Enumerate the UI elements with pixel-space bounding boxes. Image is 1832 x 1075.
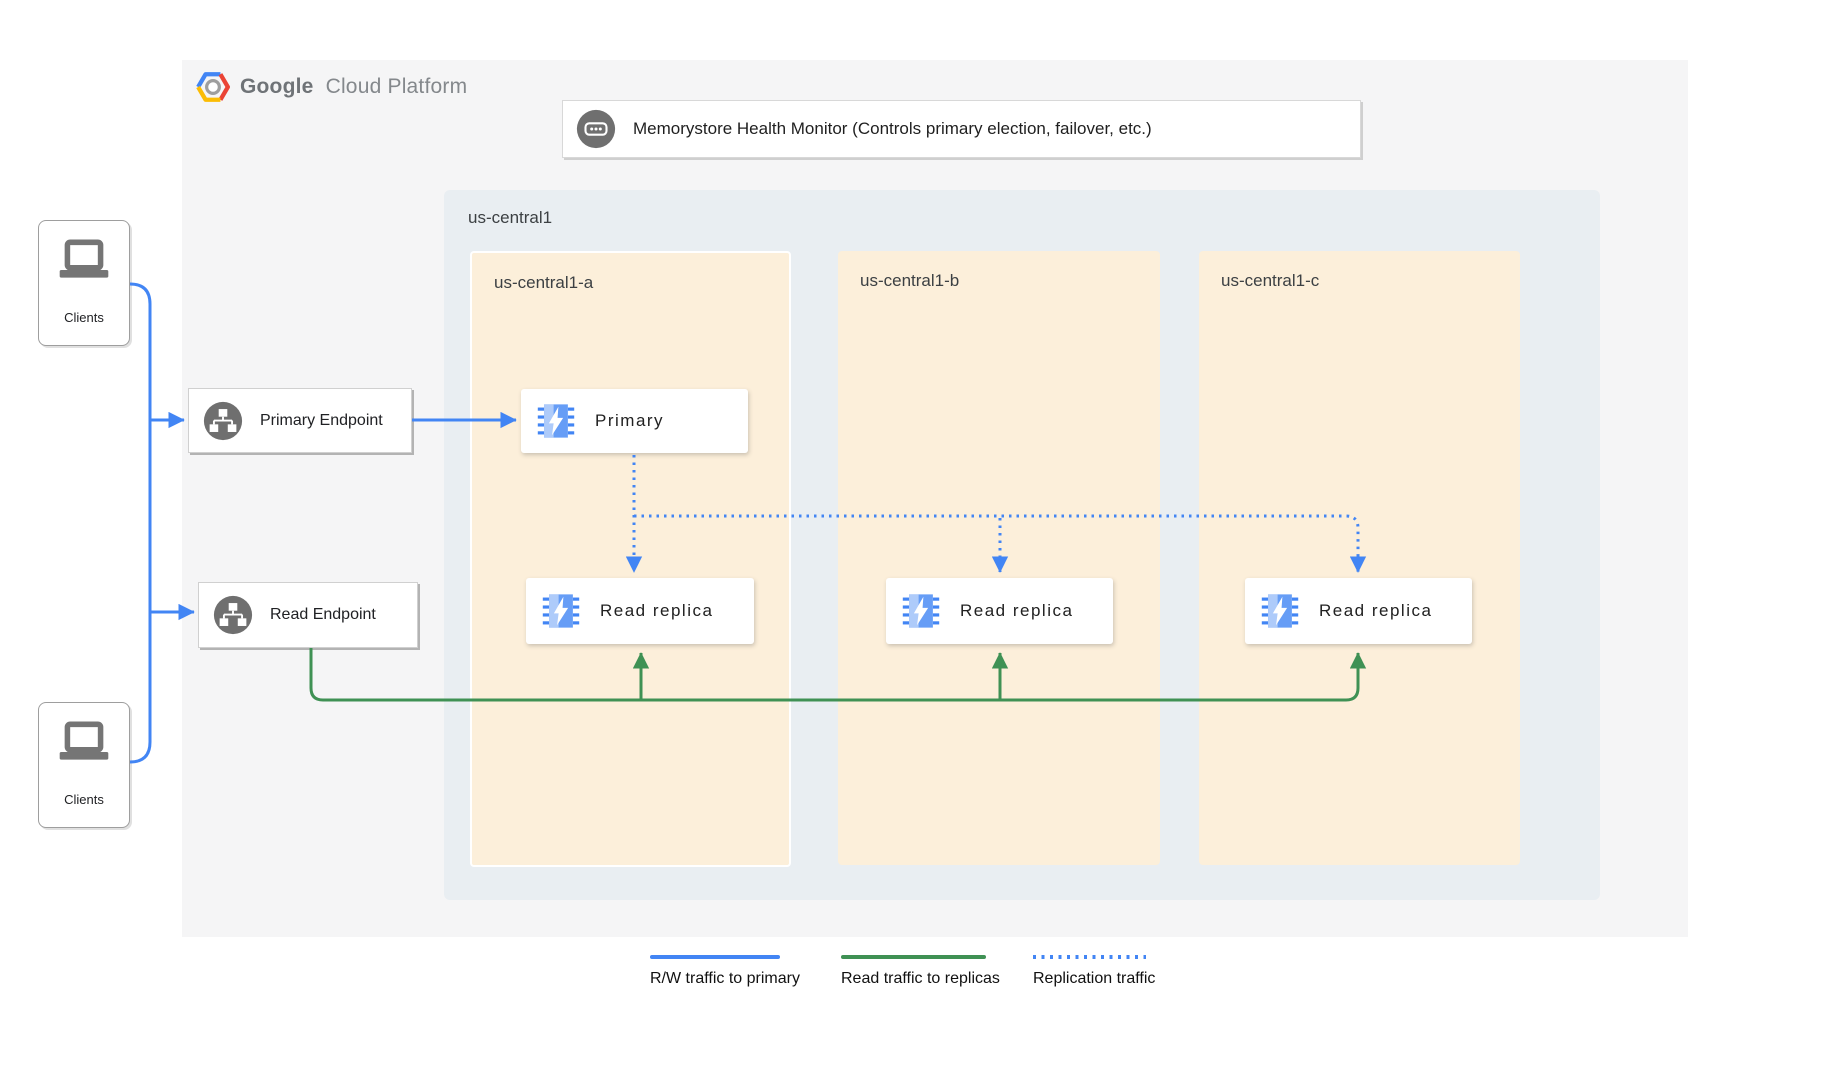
- primary-node-box: Primary: [521, 389, 748, 453]
- network-endpoint-icon: [212, 594, 254, 636]
- clients-box-top: Clients: [38, 220, 130, 346]
- read-replica-c-label: Read replica: [1319, 601, 1433, 620]
- read-endpoint-box: Read Endpoint: [198, 582, 418, 648]
- clients-label: Clients: [64, 792, 104, 807]
- primary-endpoint-label: Primary Endpoint: [260, 411, 383, 429]
- legend-read-traffic: Read traffic to replicas: [841, 955, 1000, 988]
- laptop-icon: [54, 721, 114, 768]
- legend-line-green-solid: [841, 955, 986, 959]
- legend-label: Replication traffic: [1033, 970, 1156, 987]
- legend-label: Read traffic to replicas: [841, 970, 1000, 987]
- brand-cloud-platform: Cloud Platform: [325, 75, 468, 98]
- zone-a-label: us-central1-a: [494, 273, 594, 292]
- memorystore-icon: [537, 402, 575, 440]
- primary-node-label: Primary: [595, 411, 665, 430]
- clients-box-bottom: Clients: [38, 702, 130, 828]
- zone-us-central1-b: us-central1-b: [838, 251, 1160, 865]
- network-endpoint-icon: [202, 400, 244, 442]
- region-label: us-central1: [468, 208, 553, 227]
- gcp-brand: Google Cloud Platform: [196, 72, 467, 102]
- primary-endpoint-box: Primary Endpoint: [188, 388, 412, 453]
- legend-line-blue-solid: [650, 955, 780, 959]
- read-replica-c-box: Read replica: [1245, 578, 1472, 644]
- zone-us-central1-c: us-central1-c: [1199, 251, 1520, 865]
- zone-b-label: us-central1-b: [860, 271, 960, 290]
- brand-google: Google: [240, 75, 314, 98]
- memorystore-icon: [1261, 592, 1299, 630]
- laptop-icon: [54, 239, 114, 286]
- memorystore-icon: [542, 592, 580, 630]
- read-replica-b-box: Read replica: [886, 578, 1113, 644]
- zone-us-central1-a: us-central1-a: [470, 251, 791, 867]
- gcp-logo-icon: [196, 72, 230, 102]
- memorystore-monitor-icon: [575, 108, 617, 150]
- read-replica-b-label: Read replica: [960, 601, 1074, 620]
- legend-replication-traffic: Replication traffic: [1033, 955, 1155, 988]
- memorystore-icon: [902, 592, 940, 630]
- read-endpoint-label: Read Endpoint: [270, 606, 376, 623]
- legend-rw-traffic: R/W traffic to primary: [650, 955, 800, 988]
- brand-text: Google Cloud Platform: [240, 75, 467, 99]
- health-monitor-box: Memorystore Health Monitor (Controls pri…: [562, 100, 1361, 158]
- zone-c-label: us-central1-c: [1221, 271, 1320, 290]
- health-monitor-label: Memorystore Health Monitor (Controls pri…: [633, 119, 1152, 138]
- read-replica-a-box: Read replica: [526, 578, 754, 644]
- legend-label: R/W traffic to primary: [650, 970, 800, 987]
- read-replica-a-label: Read replica: [600, 601, 714, 620]
- legend-line-blue-dotted: [1033, 955, 1146, 959]
- clients-label: Clients: [64, 310, 104, 325]
